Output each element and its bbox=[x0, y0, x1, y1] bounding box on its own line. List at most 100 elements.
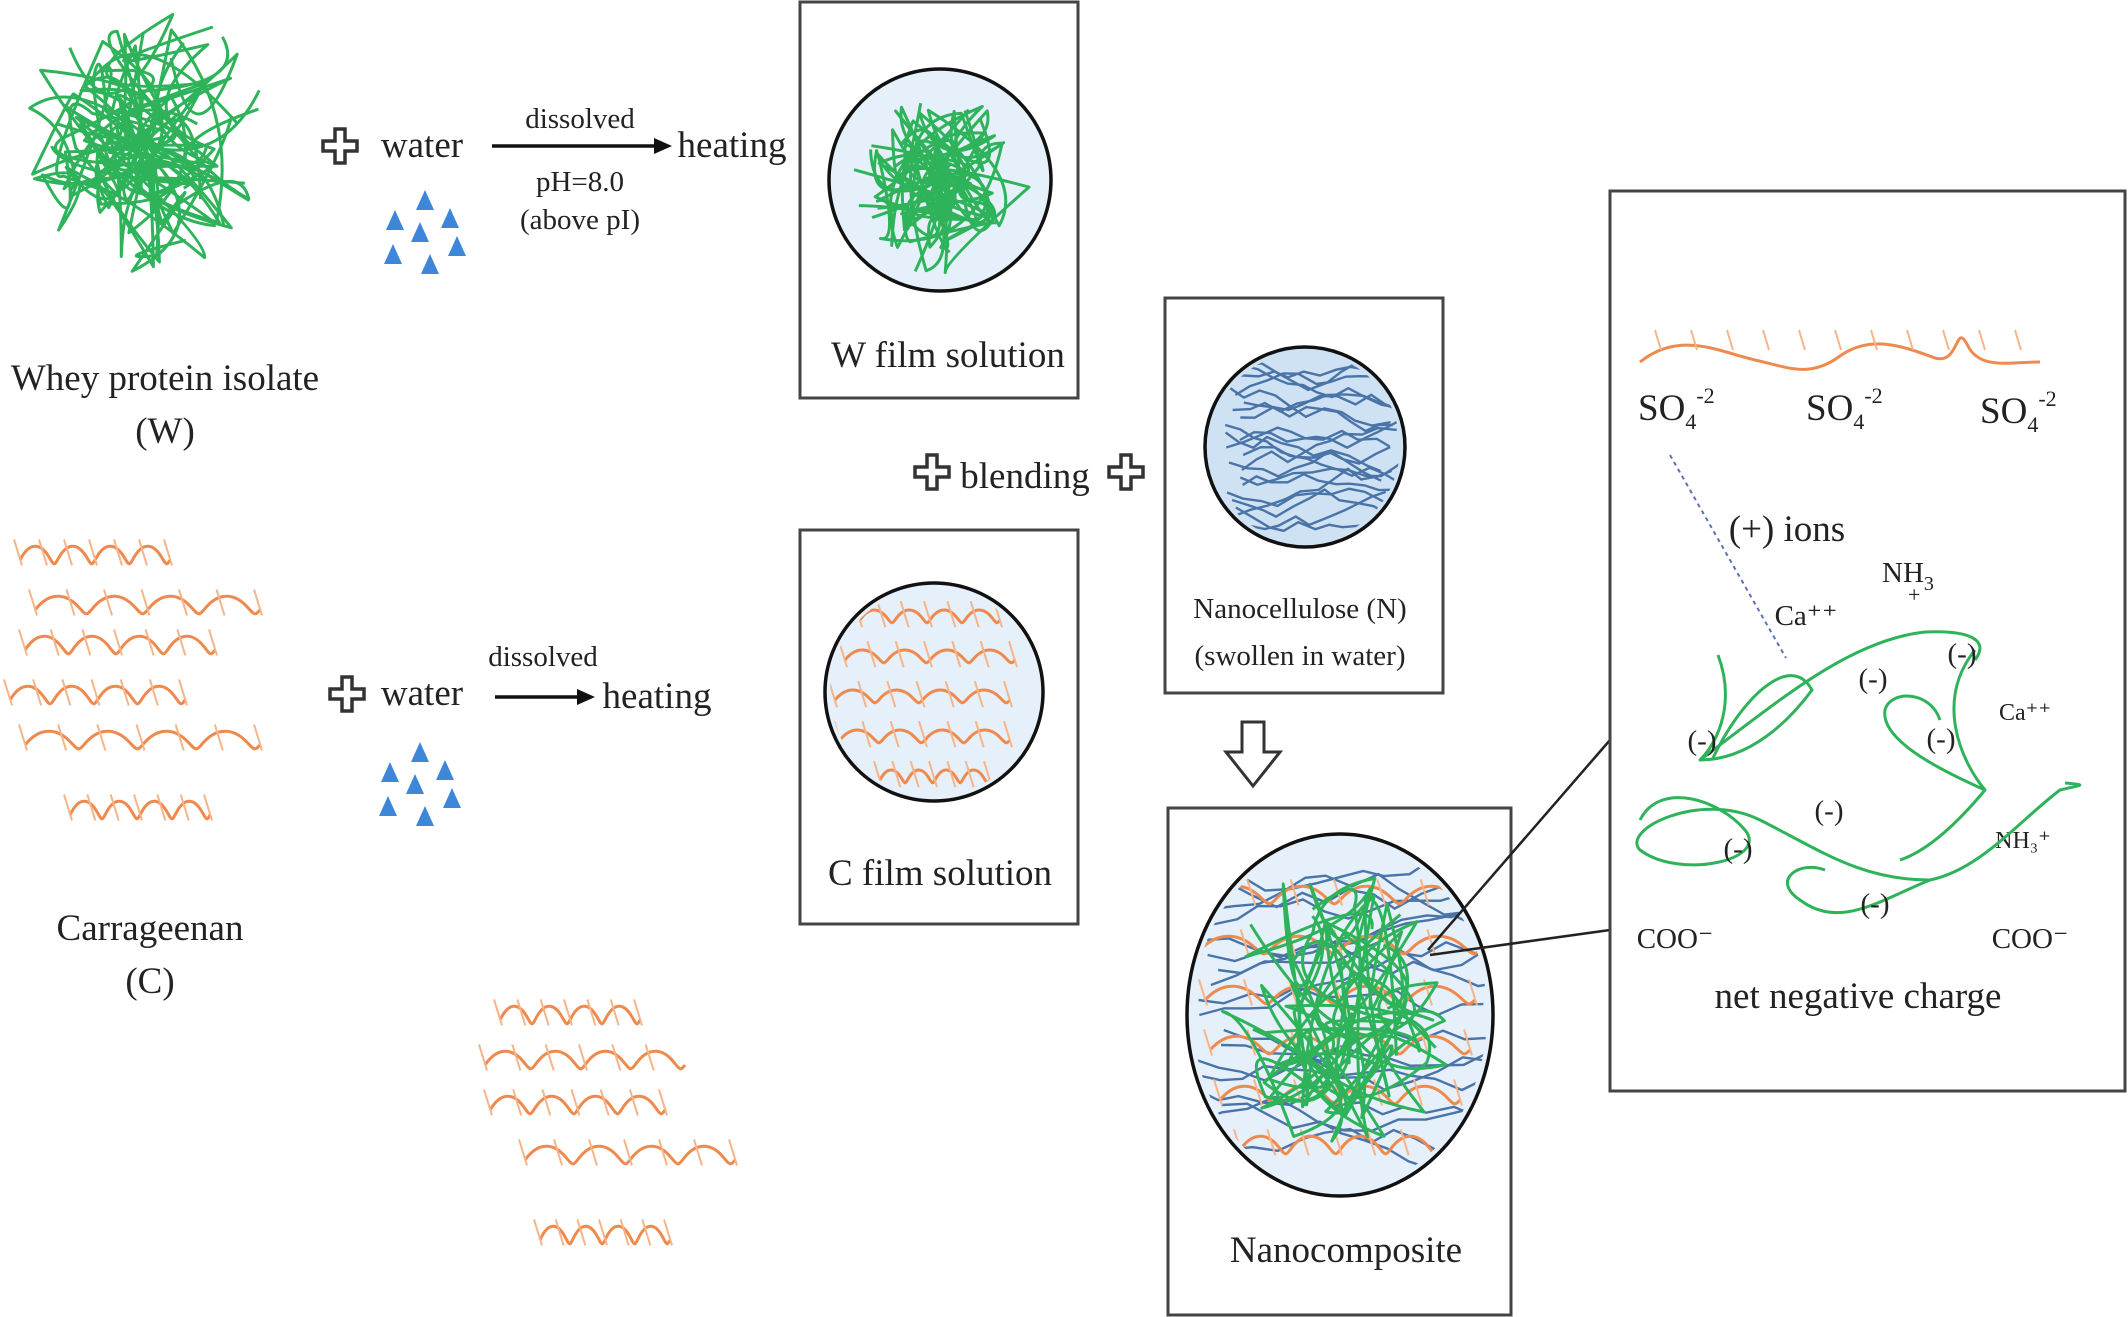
nanocellulose-title: Nanocellulose (N) bbox=[1193, 593, 1406, 625]
carr-src-1-tick bbox=[65, 589, 76, 616]
detail-whey-strand bbox=[1899, 789, 1987, 862]
svg-text:SO4-2: SO4-2 bbox=[1638, 383, 1715, 434]
comp-carr-3-tick bbox=[1203, 1029, 1213, 1056]
c-film-1-tick bbox=[923, 640, 933, 668]
whey-abbr: (W) bbox=[135, 411, 195, 452]
carr-low-2-tick bbox=[570, 1089, 581, 1116]
nanocomposite-network bbox=[1193, 858, 1487, 1172]
carr-low-3-tick bbox=[518, 1139, 528, 1166]
whey-strand bbox=[62, 75, 207, 269]
water-2-drop bbox=[379, 796, 397, 816]
nano-fibre bbox=[1228, 445, 1391, 478]
carr-low-4-tick bbox=[641, 1219, 652, 1246]
carr-low-3-tick bbox=[588, 1139, 598, 1166]
ammonium-label: NH3 + bbox=[1882, 557, 1934, 607]
water-1-drop bbox=[421, 254, 439, 274]
carr-src-4-tick bbox=[135, 724, 146, 751]
carr-src-2-tick bbox=[208, 629, 218, 656]
carr-src-0-tick bbox=[163, 539, 173, 566]
comp-carr-4-tick bbox=[1453, 1079, 1463, 1106]
comp-nano bbox=[1210, 938, 1487, 987]
comp-carr-5-tick bbox=[1399, 1129, 1410, 1156]
water-2-drop bbox=[443, 788, 461, 808]
comp-carr-2-tick bbox=[1288, 979, 1298, 1006]
detail-whey-strand bbox=[1698, 654, 1814, 762]
carr-low-2-tick bbox=[483, 1089, 493, 1116]
detail-carrageenan-chain bbox=[1639, 329, 2041, 371]
c-film-3-tick bbox=[974, 720, 985, 748]
carr-src-2-tick bbox=[81, 629, 92, 656]
comp-carr-1-tick bbox=[1426, 929, 1437, 956]
c-film-3-tick bbox=[918, 720, 928, 748]
detail-carr-tick bbox=[1762, 329, 1770, 351]
carr-src-2-tick bbox=[49, 629, 60, 656]
whey-strand bbox=[91, 25, 216, 196]
comp-carr-0-tick bbox=[1419, 879, 1430, 906]
carr-title: Carrageenan bbox=[57, 908, 244, 949]
water-droplets-2 bbox=[379, 742, 461, 826]
comp-carr-5-tick bbox=[1266, 1129, 1277, 1156]
carr-src-3-tick bbox=[90, 679, 101, 706]
carr-src-3-tick bbox=[3, 679, 13, 706]
carr-src-5-tick bbox=[133, 794, 143, 821]
c-film-0-tick bbox=[899, 600, 910, 628]
detail-carr-tick bbox=[2014, 329, 2022, 351]
carr-src-4-tick bbox=[174, 724, 185, 751]
nano-fibre bbox=[1241, 472, 1398, 492]
carr-low-1-tick bbox=[511, 1044, 522, 1071]
water-droplets-1 bbox=[384, 190, 466, 274]
comp-nano bbox=[1205, 872, 1487, 919]
comp-whey-strand bbox=[1260, 887, 1432, 1110]
svg-text:SO4-2: SO4-2 bbox=[1806, 383, 1883, 434]
c-film-1-tick bbox=[951, 640, 962, 668]
carr-low-1-tick bbox=[611, 1044, 622, 1071]
c-film-0-tick bbox=[946, 600, 957, 628]
nano-fibre bbox=[1241, 426, 1397, 471]
carr-src-2-tick bbox=[113, 629, 123, 656]
blending-label: blending bbox=[960, 456, 1089, 497]
carr-low-3-tick bbox=[693, 1139, 703, 1166]
calcium-label-1: Ca⁺⁺ bbox=[1775, 600, 1838, 632]
water-2-drop bbox=[381, 762, 399, 782]
c-film-4-tick bbox=[946, 760, 957, 788]
net-charge-label: net negative charge bbox=[1715, 976, 2002, 1017]
above-pi-label: (above pI) bbox=[520, 204, 640, 236]
whey-strand bbox=[39, 28, 224, 228]
down-arrow-icon bbox=[1222, 720, 1284, 789]
carr-low-0-tick bbox=[609, 999, 620, 1026]
c-film-1-tick bbox=[979, 640, 990, 668]
whey-protein-tangle bbox=[28, 12, 261, 273]
carr-low-0-tick bbox=[516, 999, 527, 1026]
detail-whey-chain bbox=[1635, 630, 2082, 915]
c-film-2-tick bbox=[1003, 680, 1013, 708]
nano-fibre bbox=[1232, 393, 1400, 413]
carr-src-0-tick bbox=[138, 539, 148, 566]
comp-carr-2-tick bbox=[1198, 979, 1208, 1006]
c-film-label: C film solution bbox=[828, 853, 1052, 894]
detail-carr-tick bbox=[1978, 329, 1986, 351]
carboxylate-label-2: COO⁻ bbox=[1992, 923, 2069, 955]
carr-low-2-tick bbox=[628, 1089, 639, 1116]
comp-nano bbox=[1209, 880, 1487, 927]
detail-carr-chain bbox=[1639, 336, 2041, 371]
negative-charge-3: (-) bbox=[1688, 725, 1717, 757]
whey-strand bbox=[68, 102, 259, 196]
water-1-drop bbox=[411, 222, 429, 242]
c-film-4-tick bbox=[928, 760, 938, 788]
negative-charge-7: (-) bbox=[1861, 888, 1890, 920]
c-film-2-tick bbox=[944, 680, 955, 708]
w-film-strand bbox=[869, 108, 1008, 228]
comp-carr-5-tick bbox=[1366, 1129, 1377, 1156]
sulfate-label-3: SO4-2 bbox=[1980, 386, 2057, 437]
detail-carr-tick bbox=[1942, 329, 1950, 351]
nanocellulose-fibres bbox=[1224, 355, 1400, 540]
carr-src-1-tick bbox=[215, 589, 226, 616]
carr-low-0-tick bbox=[563, 999, 573, 1026]
detail-whey-strand bbox=[1883, 649, 1987, 792]
comp-whey-strand bbox=[1221, 913, 1402, 1143]
heating-label-1: heating bbox=[678, 125, 787, 166]
comp-carr-3-tick bbox=[1463, 1029, 1473, 1056]
carr-low-4-tick bbox=[554, 1219, 565, 1246]
nano-fibre bbox=[1233, 490, 1387, 531]
carr-low-3-tick bbox=[658, 1139, 668, 1166]
